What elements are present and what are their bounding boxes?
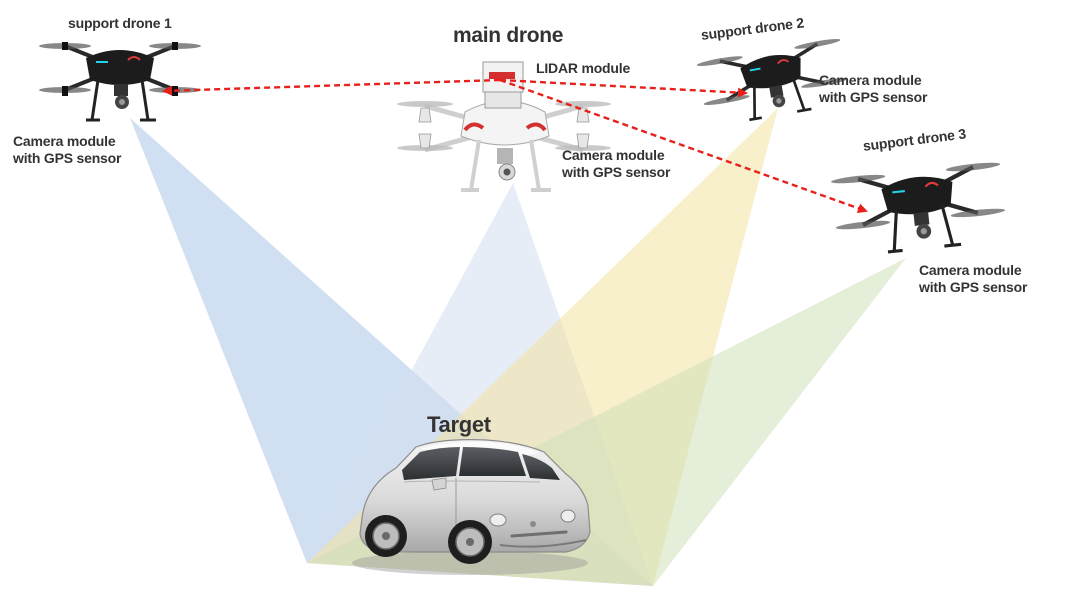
- camera-label-line-1: Camera module: [13, 133, 116, 149]
- gimbal-camera-icon: [497, 148, 516, 181]
- gimbal-camera-icon: [114, 84, 129, 109]
- car-wheel: [448, 520, 492, 564]
- camera-label-line-2: with GPS sensor: [819, 88, 928, 105]
- camera-label-line-1: Camera module: [919, 262, 1022, 278]
- lidar-sensor-icon: [482, 61, 524, 109]
- gimbal-camera-icon: [769, 84, 786, 108]
- communication-links: [162, 78, 868, 214]
- lidar-module-label: LIDAR module: [536, 60, 631, 76]
- camera-label-line-2: with GPS sensor: [13, 149, 122, 166]
- support-drone-2-camera-label: Camera module with GPS sensor: [819, 72, 927, 105]
- camera-label-line-2: with GPS sensor: [562, 163, 671, 180]
- link-to-support-drone-2: [499, 78, 748, 98]
- support-drone-1-icon: [39, 42, 201, 122]
- support-drone-1-camera-label: Camera module with GPS sensor: [13, 133, 121, 166]
- support-drone-2-icon: [696, 39, 848, 122]
- support-drone-3-camera-label: Camera module with GPS sensor: [919, 262, 1027, 295]
- camera-label-line-1: Camera module: [562, 147, 665, 163]
- support-drone-3-icon: [830, 162, 1006, 254]
- camera-label-line-2: with GPS sensor: [919, 278, 1028, 295]
- main-drone-title: main drone: [453, 24, 564, 47]
- target-car-icon: [352, 439, 591, 575]
- main-drone-camera-label: Camera module with GPS sensor: [562, 147, 670, 180]
- link-to-support-drone-3: [499, 78, 868, 214]
- support-drone-1-title: support drone 1: [68, 15, 172, 31]
- target-title: Target: [427, 412, 491, 437]
- main-drone-icon: [397, 61, 611, 192]
- gimbal-camera-icon: [913, 211, 932, 239]
- camera-label-line-1: Camera module: [819, 72, 922, 88]
- car-wheel: [365, 515, 407, 557]
- link-to-support-drone-1: [162, 78, 501, 96]
